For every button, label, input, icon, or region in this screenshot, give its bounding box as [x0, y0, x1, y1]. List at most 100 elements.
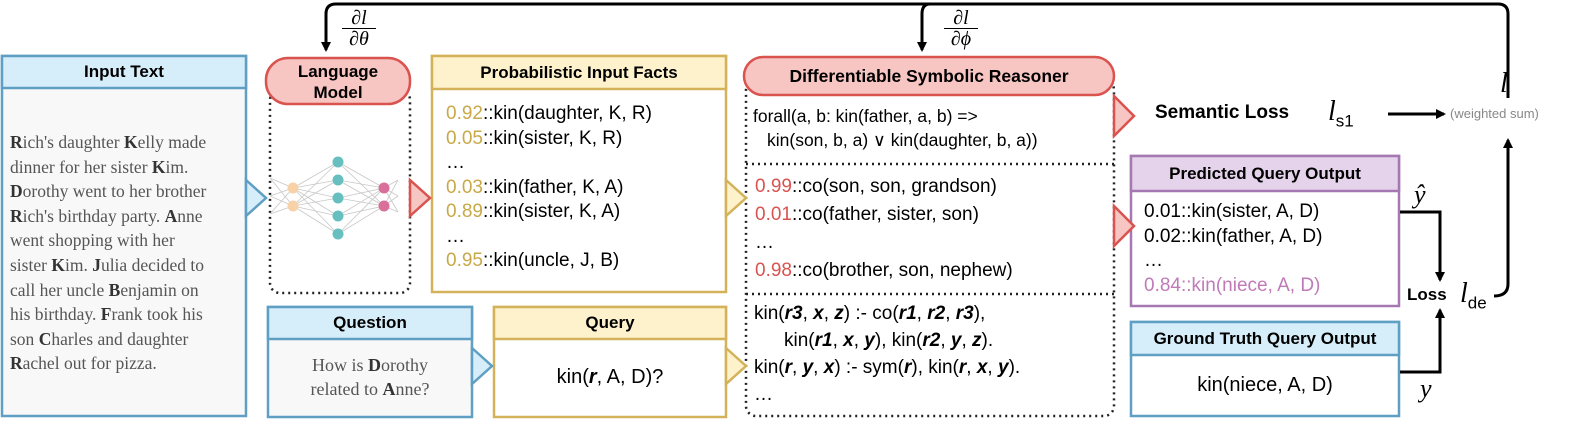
prob-fact-line: 0.89::kin(sister, K, A)	[446, 200, 652, 225]
query-header: Query	[585, 313, 635, 332]
nn-edge	[292, 179, 339, 207]
story-line: dinner for her sister Kim.	[10, 156, 189, 177]
constraint-line-2: kin(son, b, a) ∨ kin(daughter, b, a))	[767, 130, 1038, 150]
input-text-header: Input Text	[84, 62, 164, 81]
co-fact-line: 0.01::co(father, sister, son)	[755, 201, 1013, 229]
co-text: ::co(brother, son, nephew)	[791, 260, 1013, 281]
semantic-loss-symbol: ls1	[1328, 96, 1354, 131]
nn-node	[378, 182, 390, 194]
prob-fact-line: …	[446, 151, 652, 176]
language-model-header-bg	[264, 56, 412, 106]
chevron-input-to-lm	[244, 177, 268, 219]
query-header-bg	[492, 305, 728, 341]
nn-edge	[269, 177, 294, 207]
prob-facts-header: Probabilistic Input Facts	[480, 62, 678, 82]
prob-fact-line: 0.05::kin(sister, K, R)	[446, 127, 652, 152]
nn-node	[378, 200, 390, 212]
input-text-box	[0, 54, 248, 418]
chevron-reasoner-to-semantic	[1112, 92, 1136, 140]
question-line-1: How is Dorothy	[311, 355, 428, 375]
rule-line-2: kin(r1, x, y), kin(r2, y, z).	[784, 330, 994, 351]
nn-edge	[337, 187, 385, 217]
input-text-header-bg	[0, 54, 248, 90]
nn-node	[332, 174, 344, 186]
question-header-bg	[266, 305, 474, 341]
total-loss-symbol: l	[1500, 68, 1508, 99]
language-model-header: Language Model	[266, 60, 410, 104]
ground-truth-header-bg	[1129, 320, 1401, 357]
prob-fact-line: 0.03::kin(father, K, A)	[446, 176, 652, 201]
co-fact-line: …	[755, 229, 1013, 257]
gradient-phi-num: ∂l	[944, 8, 978, 29]
prob-fact-line: 0.92::kin(daughter, K, R)	[446, 102, 652, 127]
story-line: sister Kim. Julia decided to	[10, 254, 204, 275]
predicted-highlight: 0.84::kin(niece, A, D)	[1144, 274, 1321, 296]
gradient-arrow-phi	[917, 2, 931, 52]
co-text: …	[755, 232, 774, 253]
neural-network-nodes	[287, 156, 390, 240]
nn-edge	[337, 179, 385, 189]
arrow-yhat-to-loss	[1400, 210, 1445, 282]
prob-facts-list: 0.92::kin(daughter, K, R)0.05::kin(siste…	[446, 102, 652, 274]
fact-probability: 0.92	[446, 103, 483, 124]
nn-edge	[292, 161, 339, 189]
nn-node	[332, 156, 344, 168]
co-probability: 0.98	[755, 260, 792, 281]
arrow-lde-to-l	[1493, 138, 1513, 298]
nn-edge	[337, 187, 385, 199]
gradient-theta-den: ∂θ	[349, 28, 369, 50]
story-line: Rachel out for pizza.	[10, 353, 157, 374]
yhat-symbol: ŷ	[1414, 180, 1426, 209]
nn-node	[332, 210, 344, 222]
nn-edge	[292, 197, 339, 207]
gradient-theta-label: ∂l ∂θ	[342, 8, 376, 49]
story-line: son Charles and daughter	[10, 328, 189, 349]
co-text: ::co(father, sister, son)	[791, 204, 979, 225]
co-probability: 0.99	[755, 176, 792, 197]
semantic-loss-label: Semantic Loss	[1155, 102, 1290, 123]
ground-truth-header: Ground Truth Query Output	[1153, 328, 1377, 348]
fact-text: ::kin(daughter, K, R)	[482, 103, 652, 124]
chevron-query-to-reasoner	[724, 345, 748, 387]
gradient-phi-den: ∂ϕ	[950, 28, 972, 50]
chevron-facts-to-reasoner	[724, 177, 748, 219]
nn-node	[332, 228, 344, 240]
rule-line-3: kin(r, y, x) :- sym(r), kin(r, x, y).	[754, 357, 1021, 378]
prob-facts-box	[430, 54, 728, 294]
fact-text: ::kin(uncle, J, B)	[482, 250, 620, 271]
y-symbol: y	[1420, 374, 1432, 403]
question-text: How is Dorothy related to Anne?	[268, 353, 472, 401]
reasoner-header-bg	[742, 55, 1116, 97]
nn-node	[287, 200, 299, 212]
nn-node	[287, 182, 299, 194]
fact-text: …	[446, 225, 465, 247]
nn-edge	[292, 161, 339, 207]
fact-text: ::kin(sister, K, A)	[482, 201, 621, 222]
predicted-line: 0.02::kin(father, A, D)	[1144, 225, 1323, 247]
co-fact-line: 0.99::co(son, son, grandson)	[755, 173, 1013, 201]
co-text: ::co(son, son, grandson)	[791, 176, 997, 197]
predicted-header-bg	[1129, 154, 1401, 193]
chevron-question-to-query	[470, 345, 494, 387]
nn-node	[332, 192, 344, 204]
reasoner-rules: kin(r3, x, z) :- co(r1, r2, r3), kin(r1,…	[754, 300, 1020, 408]
weighted-sum-note: (weighted sum)	[1450, 106, 1539, 121]
nn-edge	[337, 161, 385, 189]
fact-probability: 0.89	[446, 201, 483, 222]
chevron-lm-to-facts	[408, 177, 432, 219]
reasoner-header: Differentiable Symbolic Reasoner	[789, 65, 1069, 86]
fact-probability: 0.95	[446, 250, 483, 271]
gradient-theta-num: ∂l	[342, 8, 376, 29]
story-line: Dorothy went to her brother	[10, 181, 207, 202]
question-line-2: related to Anne?	[310, 379, 430, 399]
nn-edge	[337, 205, 385, 235]
prob-facts-header-bg	[430, 54, 728, 91]
predicted-line: …	[1144, 250, 1163, 271]
chevron-reasoner-to-predicted	[1112, 202, 1136, 250]
fact-probability: 0.03	[446, 176, 483, 198]
loss-label: Loss	[1407, 285, 1447, 304]
constraint-line-1: forall(a, b: kin(father, a, b) =>	[753, 106, 978, 126]
rule-line-1: kin(r3, x, z) :- co(r1, r2, r3),	[754, 303, 986, 324]
